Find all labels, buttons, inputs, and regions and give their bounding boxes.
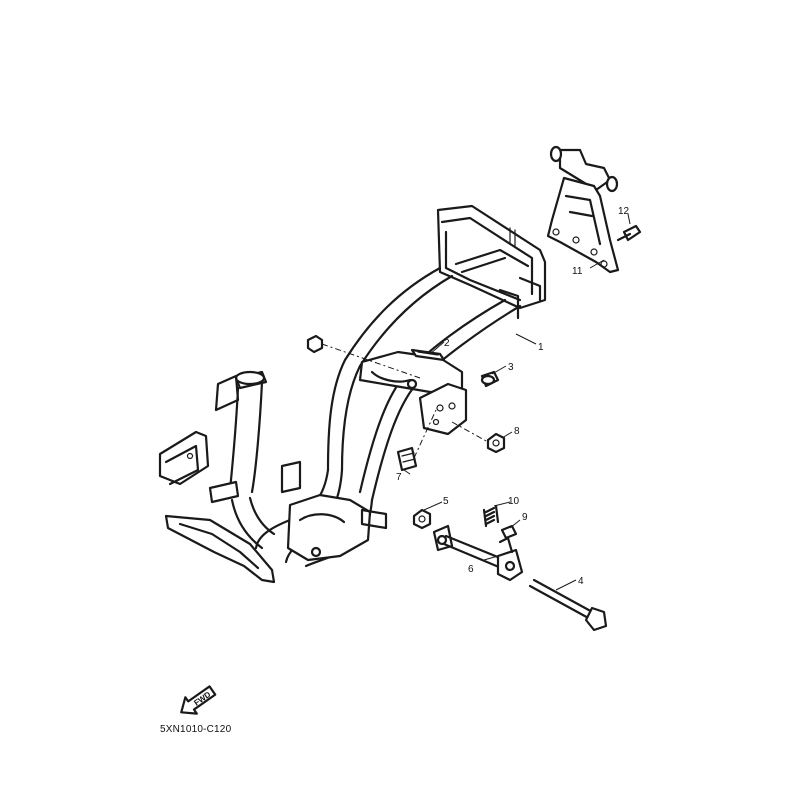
callout-10: 10	[508, 496, 520, 507]
callout-12: 12	[618, 206, 630, 217]
nut-5	[412, 508, 432, 530]
fwd-arrow-icon: FWD	[180, 685, 217, 715]
callout-11: 11	[572, 266, 583, 277]
callout-3: 3	[508, 362, 514, 373]
callout-5: 5	[443, 496, 449, 507]
nut-8	[486, 432, 506, 454]
spring-10	[482, 504, 500, 528]
leader-lines	[403, 213, 631, 591]
diagram-code: 5XN1010-C120	[160, 724, 232, 735]
collar-9	[500, 524, 518, 540]
bolt-7	[396, 446, 418, 472]
frame-assembly	[158, 204, 547, 584]
rear-bracket	[546, 145, 620, 274]
callout-9: 9	[522, 512, 528, 523]
nut-left	[306, 334, 324, 354]
bolt-12	[616, 224, 642, 242]
callout-8: 8	[514, 426, 520, 437]
callout-2: 2	[444, 338, 450, 349]
centerline-bolt-7	[413, 409, 437, 459]
collar-3	[480, 370, 500, 388]
bolt-4	[528, 578, 608, 632]
callout-6: 6	[468, 564, 474, 575]
center-stand-6	[432, 524, 524, 582]
clip-2	[410, 348, 446, 362]
centerline-nut-to-frame	[321, 343, 421, 379]
callout-1: 1	[538, 342, 544, 353]
callout-7: 7	[396, 472, 402, 483]
callout-4: 4	[578, 576, 584, 587]
